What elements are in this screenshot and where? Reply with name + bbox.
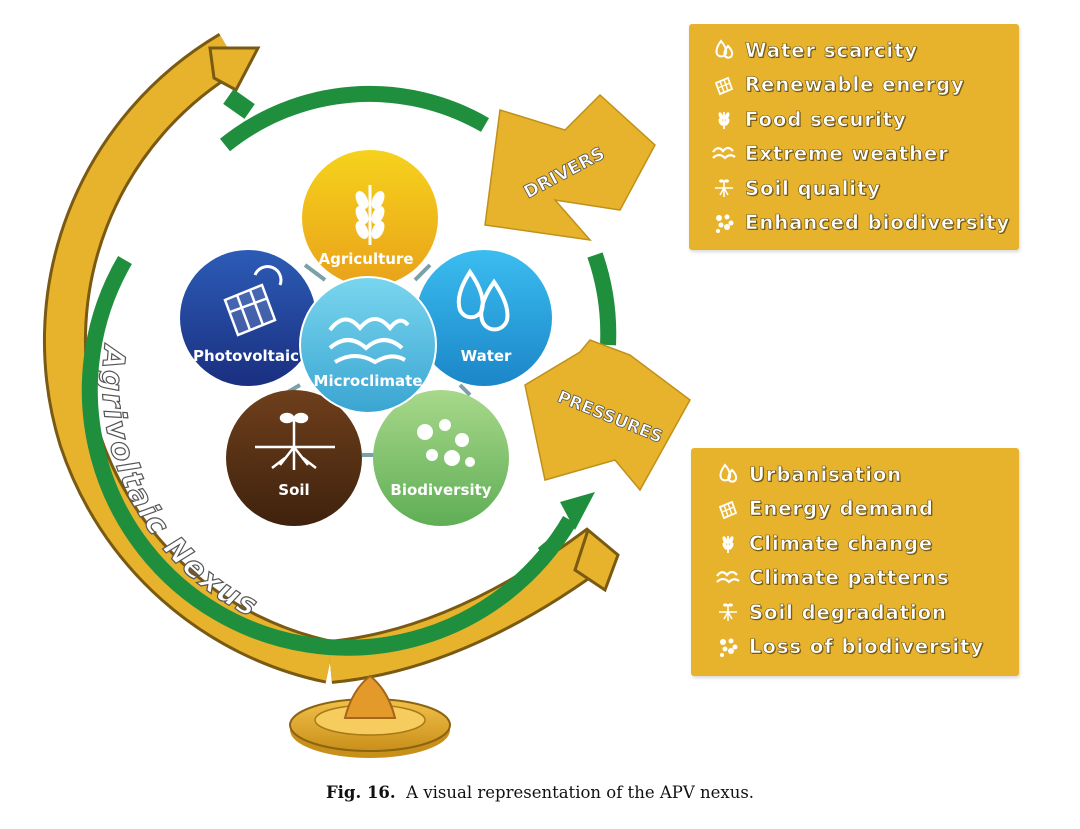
panel-list-label: Renewable energy [745, 73, 965, 97]
node-label-agriculture: Agriculture [318, 250, 413, 268]
node-water: Water [416, 250, 552, 386]
plant-roots-icon [711, 175, 737, 201]
solar-panel-icon [711, 72, 737, 98]
caption-label: Fig. 16. [325, 783, 396, 802]
wheat-icon [711, 106, 737, 132]
panel-list-item: Climate change [715, 526, 1019, 561]
plant-roots-icon [715, 599, 741, 625]
wave-icon [711, 141, 737, 167]
panel-list-label: Water scarcity [745, 38, 919, 62]
pressures-arrow: PRESSURES [524, 339, 691, 492]
solar-panel-icon [223, 265, 283, 337]
panel-list-item: Enhanced biodiversity [711, 206, 1019, 241]
panel-list-item: Water scarcity [711, 33, 1019, 68]
panel-list-item: Renewable energy [711, 68, 1019, 103]
panel-list-label: Energy demand [749, 497, 935, 521]
wheat-icon [355, 185, 385, 245]
panel-list-label: Climate change [749, 531, 934, 555]
node-label-photovoltaic: Photovoltaic [193, 347, 299, 365]
apv-nexus-diagram: Agrivoltaic Nexus [42, 33, 691, 758]
panel-list-item: Soil degradation [715, 595, 1019, 630]
biodiversity-icon [711, 210, 737, 236]
panel-list-item: Energy demand [715, 492, 1019, 527]
drivers-arrow: DRIVERS [484, 93, 656, 242]
panel-list-label: Loss of biodiversity [749, 635, 985, 659]
wheat-icon [715, 530, 741, 556]
node-label-biodiversity: Biodiversity [390, 481, 491, 499]
node-soil: Soil [226, 390, 362, 526]
node-label-water: Water [461, 347, 512, 365]
panel-list-item: Soil quality [711, 171, 1019, 206]
panel-list-label: Extreme weather [745, 142, 949, 166]
plant-roots-icon [255, 412, 335, 470]
node-label-microclimate: Microclimate [314, 372, 423, 390]
wave-icon [715, 565, 741, 591]
wave-icon [328, 317, 410, 365]
biodiversity-icon [417, 419, 475, 467]
globe-stand [289, 674, 451, 758]
node-photovoltaic: Photovoltaic [180, 250, 316, 386]
panel-list-item: Extreme weather [711, 137, 1019, 172]
water-drops-icon [456, 268, 510, 332]
biodiversity-icon [715, 634, 741, 660]
panel-list-label: Enhanced biodiversity [745, 211, 1011, 235]
panel-list-label: Climate patterns [749, 566, 950, 590]
node-label-soil: Soil [278, 481, 309, 499]
node-agriculture: Agriculture [302, 150, 438, 286]
panel-list-label: Soil quality [745, 176, 881, 200]
water-drops-icon [715, 461, 741, 487]
panel-list-item: Loss of biodiversity [715, 630, 1019, 665]
panel-list-label: Food security [745, 107, 907, 131]
panel-list-item: Food security [711, 102, 1019, 137]
caption-text: A visual representation of the APV nexus… [406, 783, 755, 802]
figure-caption: Fig. 16. A visual representation of the … [0, 783, 1080, 802]
node-connectors [286, 263, 472, 457]
solar-panel-icon [715, 496, 741, 522]
panel-list-label: Urbanisation [749, 462, 903, 486]
panel-list-item: Climate patterns [715, 561, 1019, 596]
globe-green-ring [81, 85, 617, 656]
node-microclimate: Microclimate [299, 276, 437, 414]
node-biodiversity: Biodiversity [373, 390, 509, 526]
panel-list-label: Soil degradation [749, 600, 947, 624]
panel-list-item: Urbanisation [715, 457, 1019, 492]
water-drops-icon [711, 37, 737, 63]
